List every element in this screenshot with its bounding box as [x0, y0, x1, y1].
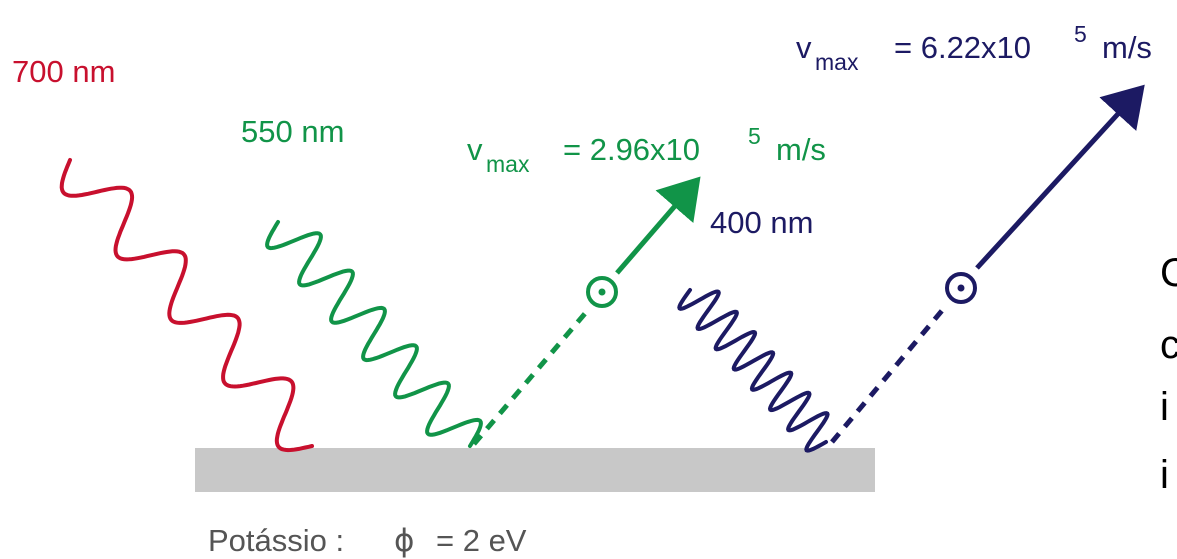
red-photon-wave — [59, 158, 314, 453]
navy-electron-dot — [957, 284, 965, 292]
navy-v-symbol: v — [796, 30, 812, 65]
green-electron-dot — [598, 288, 606, 296]
red-wavelength-label: 700 nm — [12, 54, 115, 89]
navy-wavelength-label: 400 nm — [710, 205, 813, 240]
potassium-plate — [195, 448, 875, 492]
green-electron-arrow — [615, 176, 701, 275]
navy-velocity-label: v max = 6.22x10 5 m/s — [796, 21, 1152, 75]
plate-label: Potássio : ϕ = 2 eV — [208, 523, 527, 559]
side-text-line-3: i — [1160, 385, 1169, 429]
side-text-line-2: c — [1160, 323, 1177, 367]
navy-v-sub: max — [815, 49, 859, 75]
side-text-fragment: C c i i — [1160, 251, 1177, 497]
navy-electron-dashed-path — [830, 305, 947, 444]
plate-work-function-value: = 2 eV — [436, 523, 527, 558]
navy-v-unit: m/s — [1102, 30, 1152, 65]
navy-photon-wave — [677, 288, 830, 453]
green-wavelength-label: 550 nm — [241, 114, 344, 149]
green-v-exp: 5 — [748, 123, 761, 149]
navy-v-exp: 5 — [1074, 21, 1087, 47]
green-v-eq: = 2.96x10 — [563, 132, 700, 167]
green-v-symbol: v — [467, 132, 483, 167]
green-v-sub: max — [486, 151, 530, 177]
green-v-unit: m/s — [776, 132, 826, 167]
side-text-line-4: i — [1160, 453, 1169, 497]
green-photon-wave — [265, 220, 483, 448]
plate-material-label: Potássio : — [208, 523, 344, 558]
green-velocity-label: v max = 2.96x10 5 m/s — [467, 123, 826, 177]
navy-electron-arrow — [975, 84, 1145, 270]
side-text-line-1: C — [1160, 251, 1177, 295]
navy-v-eq: = 6.22x10 — [894, 30, 1031, 65]
phi-symbol: ϕ — [394, 523, 414, 559]
green-electron-dashed-path — [472, 308, 590, 446]
